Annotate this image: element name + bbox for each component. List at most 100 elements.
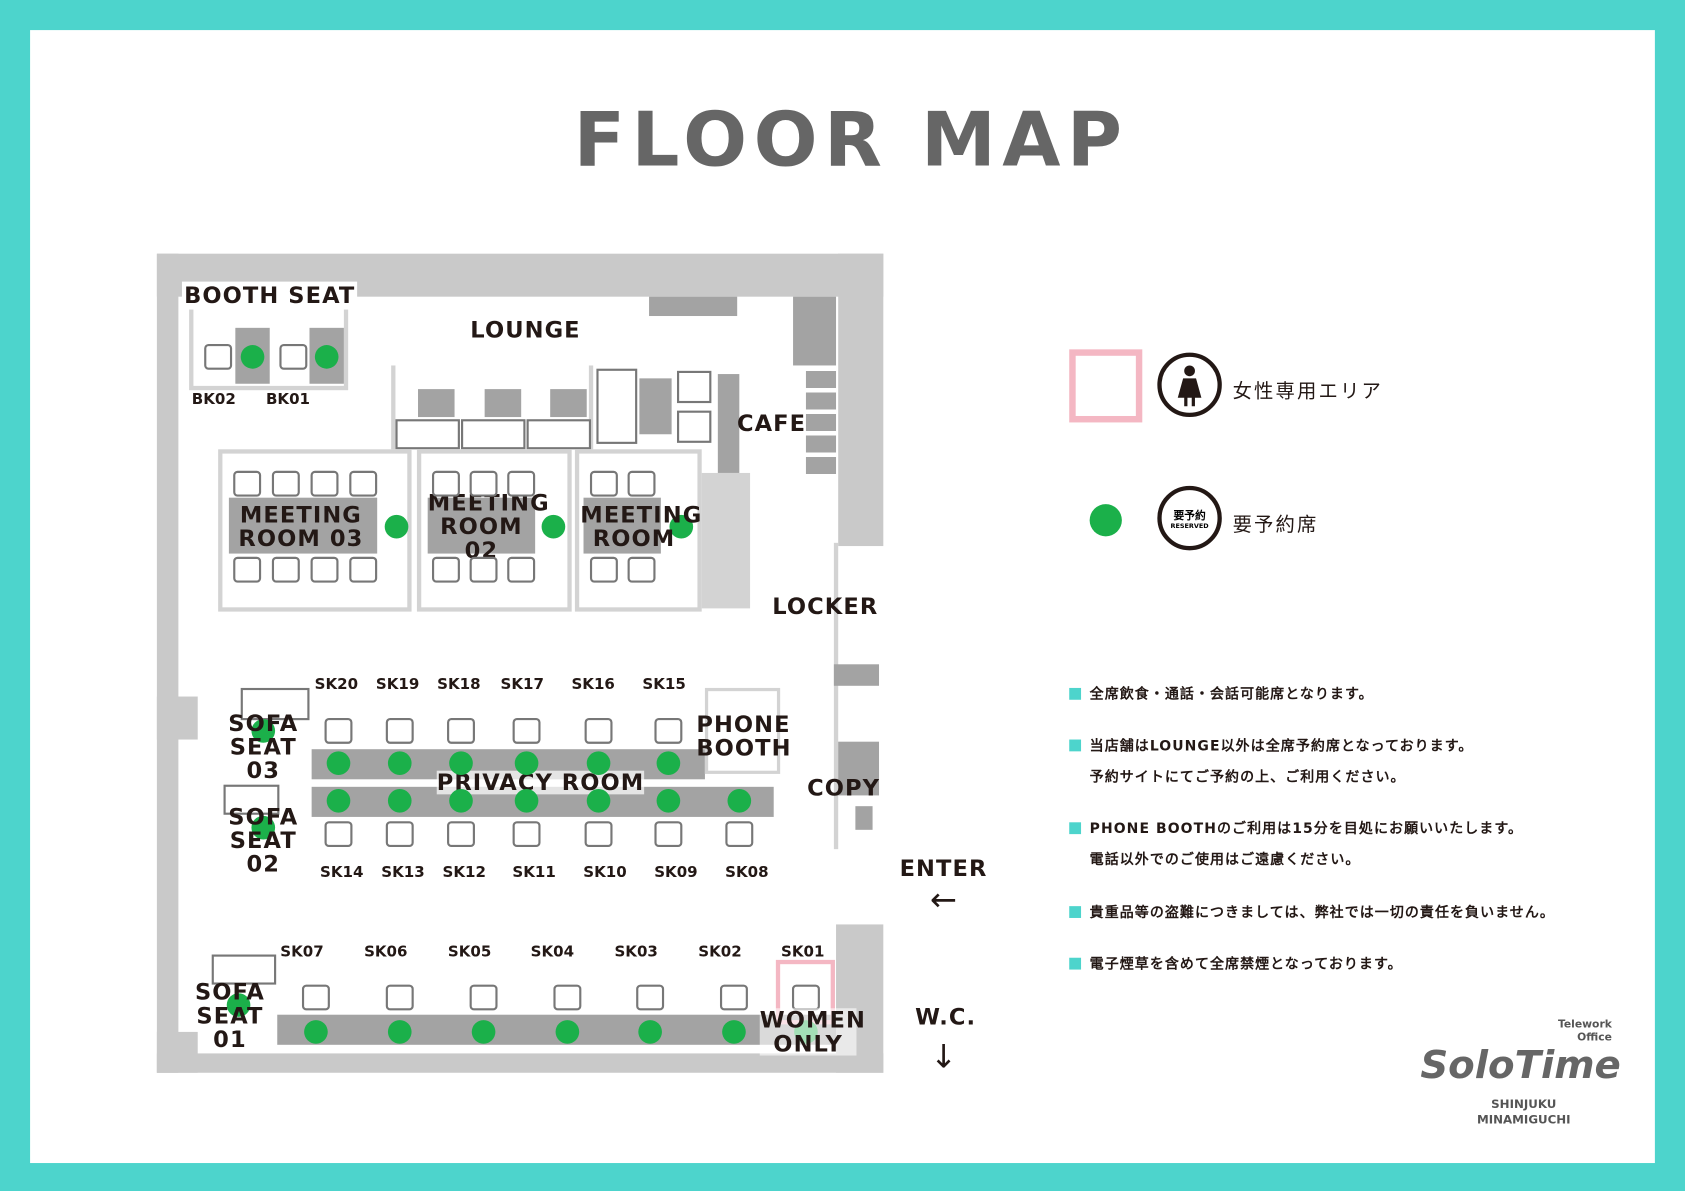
- women-only-label: WOMEN ONLY: [759, 1007, 866, 1057]
- seat-label-sk09[interactable]: SK09: [654, 864, 698, 882]
- seat-label-sk07[interactable]: SK07: [280, 943, 324, 961]
- seat-label-sk02[interactable]: SK02: [698, 943, 742, 961]
- seat-label-sk10[interactable]: SK10: [583, 864, 627, 882]
- sofa-seat-01-label[interactable]: SOFA SEAT 01: [194, 979, 265, 1053]
- note-item: PHONE BOOTHのご利用は15分を目処にお願いいたします。: [1069, 817, 1523, 837]
- reserved-dot: [638, 1020, 662, 1044]
- lounge-wall: [391, 365, 396, 452]
- seat-label-sk05[interactable]: SK05: [447, 943, 492, 961]
- lounge-table: [639, 378, 672, 435]
- lounge-sofa: [526, 419, 592, 450]
- locker-unit: [833, 664, 880, 686]
- note-text: 全席飲食・通話・会話可能席となります。: [1089, 686, 1374, 703]
- reserved-icon: 要予約 RESERVED: [1157, 485, 1222, 551]
- bullet-icon: [1069, 739, 1082, 752]
- booth-seat-label: BOOTH SEAT: [181, 281, 358, 310]
- meeting-room-03-label: MEETING ROOM 03: [238, 501, 364, 552]
- meeting-room-02-label: MEETING ROOM 02: [427, 490, 550, 564]
- seat-label-sk01[interactable]: SK01: [781, 943, 825, 961]
- lounge-label: LOUNGE: [470, 317, 581, 343]
- seat-label-sk13[interactable]: SK13: [381, 864, 425, 882]
- sofa-seat-02-label[interactable]: SOFA SEAT 02: [228, 804, 299, 878]
- chair-icon: [627, 470, 656, 497]
- chair-icon: [385, 821, 414, 848]
- page-title: FLOOR MAP: [573, 95, 1129, 184]
- chair-icon: [725, 821, 754, 848]
- reserved-dot: [387, 1020, 412, 1044]
- chair-icon: [233, 470, 262, 497]
- chair-icon: [654, 821, 683, 848]
- chair-icon: [447, 821, 475, 848]
- reserved-dot: [555, 1020, 580, 1044]
- seat-label-sk20[interactable]: SK20: [314, 676, 359, 694]
- note-item: 当店舗はLOUNGE以外は全席予約席となっております。: [1069, 734, 1473, 755]
- lounge-chair: [676, 370, 712, 404]
- reserved-dot: [514, 788, 539, 813]
- reserved-dot: [514, 751, 539, 776]
- seat-label-sk08[interactable]: SK08: [725, 864, 769, 882]
- chair-icon: [553, 984, 582, 1011]
- seat-label-sk04[interactable]: SK04: [530, 943, 575, 961]
- seat-label-bk02[interactable]: BK02: [191, 391, 236, 409]
- seat-label-sk15[interactable]: SK15: [642, 676, 686, 694]
- reserved-dot: [727, 788, 752, 813]
- seat-label-sk06[interactable]: SK06: [364, 943, 408, 961]
- wall-bottom: [156, 1053, 884, 1073]
- chair-icon: [324, 718, 353, 744]
- copy-bin: [855, 806, 873, 830]
- lounge-wall: [588, 365, 594, 452]
- logo-tag2: Office: [1577, 1031, 1612, 1044]
- chair-icon: [349, 556, 378, 583]
- chair-icon: [636, 984, 665, 1011]
- reserved-dot: [449, 751, 473, 776]
- chair-icon: [627, 556, 656, 583]
- seat-label-sk16[interactable]: SK16: [571, 676, 615, 694]
- cafe-counter: [793, 296, 837, 366]
- copy-label: COPY: [807, 775, 881, 801]
- reserved-dot: [586, 751, 611, 776]
- logo-loc1: SHINJUKU: [1491, 1097, 1557, 1112]
- reserved-dot: [251, 815, 276, 840]
- sofa-icon: [223, 784, 280, 815]
- reserved-dot: [656, 751, 681, 776]
- chair-icon: [233, 556, 262, 583]
- locker-label: LOCKER: [772, 593, 879, 620]
- seat-label-sk11[interactable]: SK11: [512, 864, 556, 882]
- lounge-sofa: [461, 419, 526, 450]
- women-area-legend-label: 女性専用エリア: [1232, 380, 1384, 404]
- wall-right: [838, 253, 884, 547]
- seat-label-sk18[interactable]: SK18: [437, 676, 481, 694]
- cafe-label: CAFE: [736, 410, 807, 437]
- note-item: 予約サイトにてご予約の上、ご利用ください。: [1089, 769, 1406, 786]
- chair-icon: [324, 821, 353, 848]
- seat-label-sk17[interactable]: SK17: [500, 676, 544, 694]
- reserved-dot: [326, 788, 351, 813]
- meeting-room-label: MEETING ROOM: [580, 501, 703, 552]
- privacy-room-label: PRIVACY ROOM: [436, 769, 645, 796]
- sofa-seat-03-label[interactable]: SOFA SEAT 03: [228, 710, 299, 784]
- seat-label-sk19[interactable]: SK19: [375, 676, 420, 694]
- seat-label-sk14[interactable]: SK14: [320, 864, 364, 882]
- chair-icon: [310, 556, 339, 583]
- logo-location: SHINJUKU MINAMIGUCHI: [1461, 1097, 1586, 1127]
- logo-tagline: Telework Office: [1537, 1019, 1612, 1045]
- lounge-table: [550, 389, 587, 418]
- cafe-partition: [700, 472, 751, 609]
- chair-icon: [719, 984, 748, 1011]
- seat-label-sk03[interactable]: SK03: [614, 943, 658, 961]
- reserved-dot: [226, 993, 251, 1017]
- wall-left: [156, 253, 179, 1073]
- seat-label-bk01[interactable]: BK01: [265, 391, 311, 409]
- lounge-table: [418, 389, 455, 418]
- phone-booth[interactable]: [704, 687, 781, 774]
- reserved-dot: [656, 788, 681, 813]
- note-item: 貴重品等の盗難につきましては、弊社では一切の責任を負いません。: [1069, 901, 1555, 921]
- chair-icon: [584, 821, 613, 848]
- sofa-icon: [211, 954, 277, 985]
- reserved-dot: [384, 514, 409, 539]
- reserved-dot: [387, 788, 412, 813]
- chair-icon: [584, 718, 613, 744]
- note-text: 電子煙草を含めて全席禁煙となっております。: [1089, 956, 1403, 973]
- seat-label-sk12[interactable]: SK12: [442, 864, 486, 882]
